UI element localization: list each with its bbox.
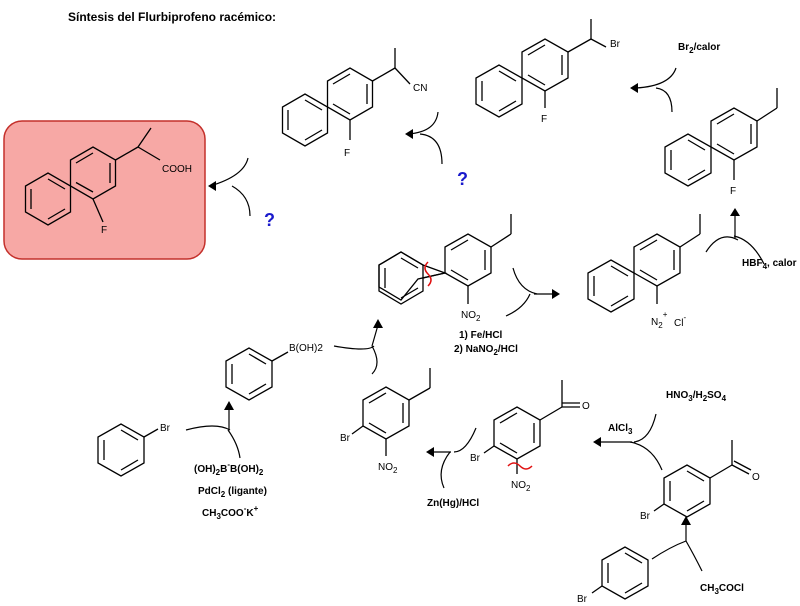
reagent-acetyl-chloride: CH3COCl bbox=[700, 583, 744, 596]
boronic-acid-label: B(OH)2 bbox=[289, 343, 323, 354]
bromine-label: Br bbox=[610, 39, 621, 50]
disconnection-mark bbox=[507, 462, 533, 470]
nitrile-molecule bbox=[281, 48, 411, 147]
bromobenzene-start-molecule bbox=[591, 546, 649, 600]
cooh-label: COOH bbox=[162, 164, 192, 175]
cn-label: CN bbox=[413, 83, 427, 94]
carbonyl-oxygen-label: O bbox=[752, 472, 760, 483]
bromine-label: Br bbox=[640, 511, 651, 522]
benzylic-bromide-molecule bbox=[475, 19, 607, 118]
disconnection-mark bbox=[424, 261, 432, 287]
reagent-diboron: (OH)2B-B(OH)2 bbox=[194, 460, 264, 477]
bromine-label: Br bbox=[340, 433, 351, 444]
reagent-pdcl2-ligand: PdCl2 (ligante) bbox=[198, 486, 267, 499]
unknown-reagent-mark: ? bbox=[264, 210, 275, 230]
fluorine-label: F bbox=[101, 225, 107, 236]
reagent-nano2-hcl: 2) NaNO2/HCl bbox=[454, 344, 518, 357]
fluorine-label: F bbox=[344, 148, 350, 159]
fluorine-label: F bbox=[730, 186, 736, 197]
reagent-bromine-heat: Br2/calor bbox=[678, 42, 720, 55]
reagent-zn-hg-hcl: Zn(Hg)/HCl bbox=[427, 498, 479, 509]
reagent-hbf4-heat: HBF4, calor bbox=[742, 258, 797, 271]
bromo-nitro-ethylbenzene-molecule bbox=[351, 368, 431, 456]
chloride-label: Cl- bbox=[674, 313, 686, 329]
fluorine-label: F bbox=[541, 114, 547, 125]
flurbiprofen-molecule bbox=[24, 127, 161, 226]
diazonium-label: N2+ bbox=[651, 310, 668, 330]
reagent-potassium-acetate: CH3COO-K+ bbox=[202, 504, 259, 521]
diazonium-molecule bbox=[587, 214, 701, 313]
scheme-title: Síntesis del Flurbiprofeno racémico: bbox=[68, 10, 276, 24]
nitro-label: NO2 bbox=[461, 310, 481, 323]
unknown-reagent-mark: ? bbox=[457, 169, 468, 189]
phenylboronic-acid-molecule bbox=[225, 347, 289, 401]
nitro-biphenyl-molecule bbox=[378, 214, 512, 305]
target-highlight-box bbox=[3, 120, 206, 260]
bromo-nitro-acetophenone-molecule bbox=[483, 380, 580, 474]
bromine-label: Br bbox=[160, 423, 171, 434]
reagent-nitrating-mixture: HNO3/H2SO4 bbox=[666, 390, 727, 403]
reagent-fe-hcl: 1) Fe/HCl bbox=[459, 330, 503, 341]
reagent-alcl3: AlCl3 bbox=[608, 423, 633, 436]
bromine-label: Br bbox=[470, 453, 481, 464]
bromobenzene-molecule bbox=[97, 423, 159, 477]
bromine-label: Br bbox=[577, 594, 588, 605]
bromoacetophenone-molecule bbox=[653, 440, 752, 518]
nitro-label: NO2 bbox=[511, 480, 531, 493]
carbonyl-oxygen-label: O bbox=[582, 401, 590, 412]
nitro-label: NO2 bbox=[378, 462, 398, 475]
ethyl-fluorobiphenyl-molecule bbox=[664, 88, 778, 187]
reaction-arrows bbox=[185, 67, 765, 572]
